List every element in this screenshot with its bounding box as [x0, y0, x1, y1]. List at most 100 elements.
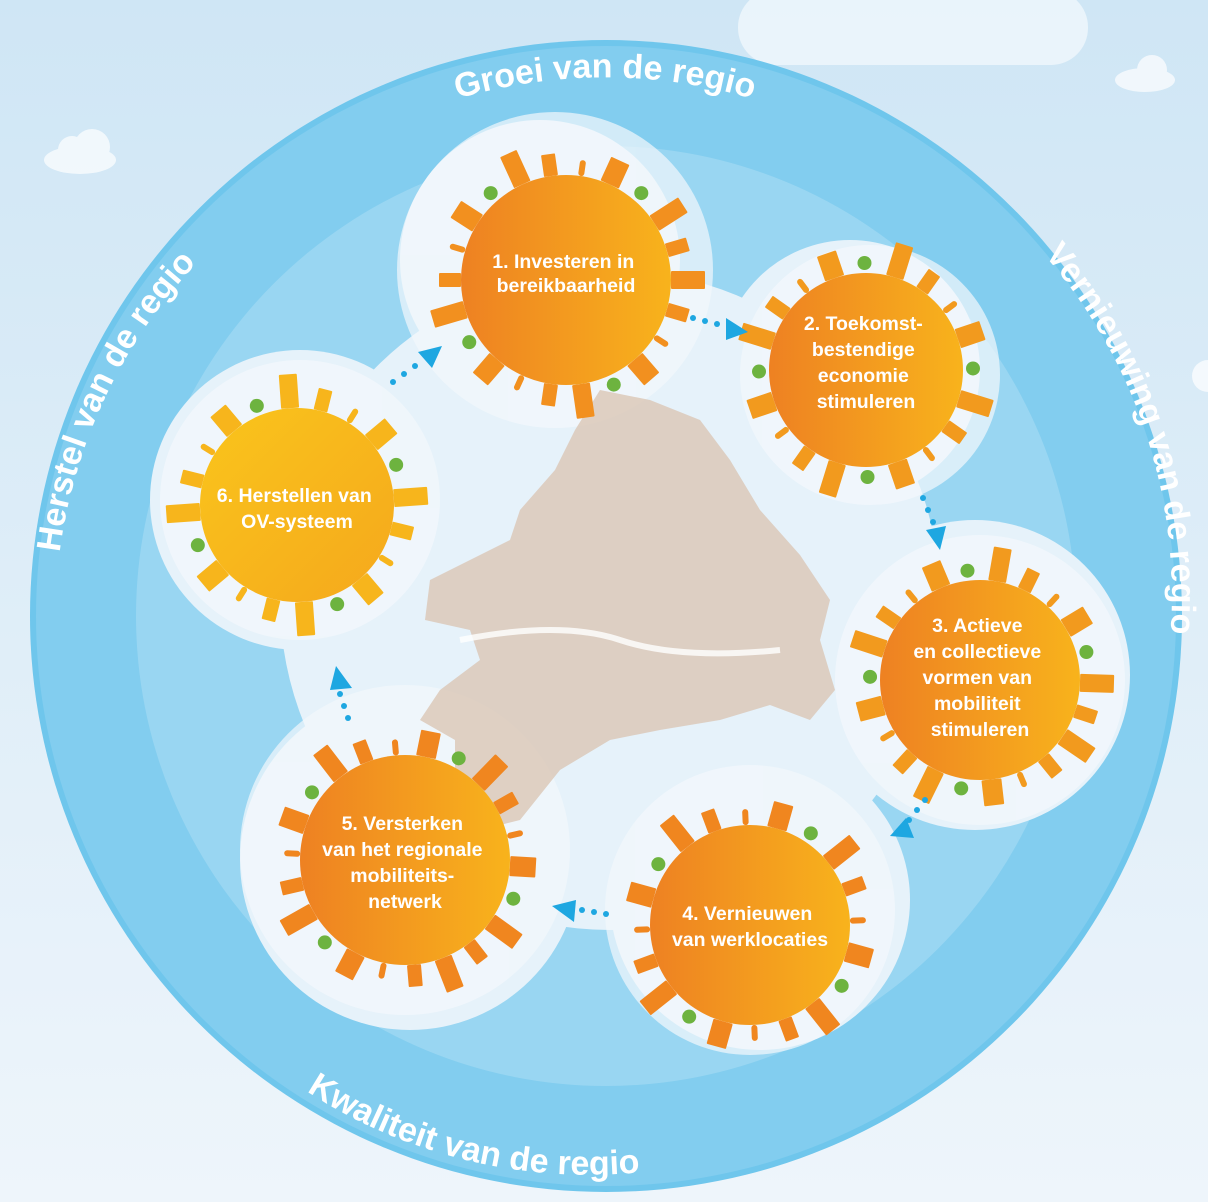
arrow-3-to-4: [890, 797, 928, 838]
tree-icon: [960, 563, 975, 578]
building-icon: [430, 301, 468, 328]
building-icon: [180, 469, 205, 489]
person-icon: [284, 850, 301, 857]
building-icon: [649, 197, 688, 231]
bus-icon: [746, 392, 778, 419]
building-icon: [671, 271, 705, 289]
bus-icon: [954, 321, 986, 348]
person-icon: [653, 335, 669, 347]
bus-icon: [767, 801, 794, 832]
tree-icon: [304, 785, 319, 800]
building-icon: [572, 382, 595, 419]
step-2-label: 2. Toekomst- bestendige economie stimule…: [804, 313, 928, 413]
building-icon: [805, 998, 840, 1036]
person-icon: [751, 1024, 758, 1041]
tree-icon: [752, 364, 767, 379]
bus-icon: [473, 353, 505, 386]
person-icon: [905, 589, 918, 604]
building-icon: [1073, 704, 1098, 725]
person-icon: [880, 730, 895, 742]
building-icon: [500, 150, 531, 188]
building-icon: [1018, 567, 1040, 594]
arrow-6-to-1: [390, 346, 442, 385]
building-icon: [639, 980, 677, 1015]
bus-icon: [416, 729, 441, 759]
bus-icon: [352, 573, 384, 606]
bus-icon: [888, 458, 915, 490]
building-icon: [956, 390, 994, 418]
tree-icon: [462, 335, 477, 350]
building-icon: [313, 388, 333, 413]
bus-icon: [210, 404, 242, 437]
building-icon: [738, 322, 776, 350]
arrow-4-to-5: [552, 900, 609, 922]
building-icon: [792, 445, 816, 471]
bus-icon: [278, 806, 310, 834]
tree-icon: [317, 935, 332, 950]
building-icon: [823, 835, 861, 870]
building-icon: [765, 296, 791, 320]
bus-icon: [196, 560, 229, 592]
person-icon: [1017, 771, 1027, 788]
step-6-label: 6. Herstellen van OV-systeem: [217, 485, 377, 533]
tree-icon: [834, 978, 849, 993]
bus-icon: [600, 157, 630, 189]
arrow-2-to-3: [920, 495, 946, 550]
tree-icon: [1079, 645, 1094, 660]
building-icon: [941, 420, 967, 444]
person-icon: [742, 809, 749, 826]
bus-icon: [365, 418, 398, 450]
person-icon: [774, 426, 789, 439]
bus-icon: [817, 250, 844, 282]
building-icon: [701, 808, 722, 834]
tree-icon: [682, 1009, 697, 1024]
tree-icon: [451, 751, 466, 766]
building-icon: [407, 964, 423, 988]
building-icon: [279, 877, 305, 896]
building-icon: [892, 749, 918, 775]
building-icon: [541, 153, 558, 177]
building-icon: [665, 237, 690, 257]
building-icon: [393, 486, 429, 508]
person-icon: [849, 917, 866, 924]
building-icon: [279, 904, 318, 936]
bus-icon: [843, 942, 874, 969]
step-6: 6. Herstellen van OV-systeem: [200, 408, 394, 602]
tree-icon: [483, 186, 498, 201]
cloud-icon: [1115, 55, 1175, 92]
person-icon: [378, 962, 387, 979]
tree-icon: [803, 826, 818, 841]
person-icon: [797, 278, 810, 293]
tree-icon: [249, 398, 264, 413]
tree-icon: [389, 457, 404, 472]
arrow-1-to-2: [690, 315, 748, 340]
bus-icon: [335, 948, 365, 981]
step-1-label: 1. Investeren in bereikbaarheid: [492, 251, 639, 297]
person-icon: [378, 554, 394, 567]
arrow-5-to-6: [330, 666, 352, 721]
cloud-icon: [1192, 360, 1208, 392]
person-icon: [391, 739, 399, 756]
tree-icon: [190, 538, 205, 553]
building-icon: [389, 521, 414, 541]
decorative-icons: [165, 150, 1115, 1049]
person-icon: [449, 243, 466, 253]
step-5-circle: [300, 755, 510, 965]
step-3: 3. Actieve en collectieve vormen van mob…: [880, 580, 1080, 780]
building-icon: [261, 597, 281, 622]
bus-icon: [509, 856, 537, 878]
tree-icon: [634, 186, 649, 201]
building-icon: [916, 269, 940, 295]
step-5-label: 5. Versterken van het regionale mobilite…: [322, 813, 488, 913]
building-icon: [463, 939, 488, 965]
tree-icon: [857, 256, 872, 271]
building-icon: [886, 242, 914, 280]
step-4: 4. Vernieuwen van werklocaties: [650, 825, 850, 1025]
person-icon: [1046, 593, 1060, 608]
building-icon: [434, 954, 464, 993]
step-3-label: 3. Actieve en collectieve vormen van mob…: [913, 615, 1046, 741]
building-icon: [439, 273, 461, 287]
person-icon: [507, 830, 523, 839]
building-icon: [313, 744, 348, 782]
